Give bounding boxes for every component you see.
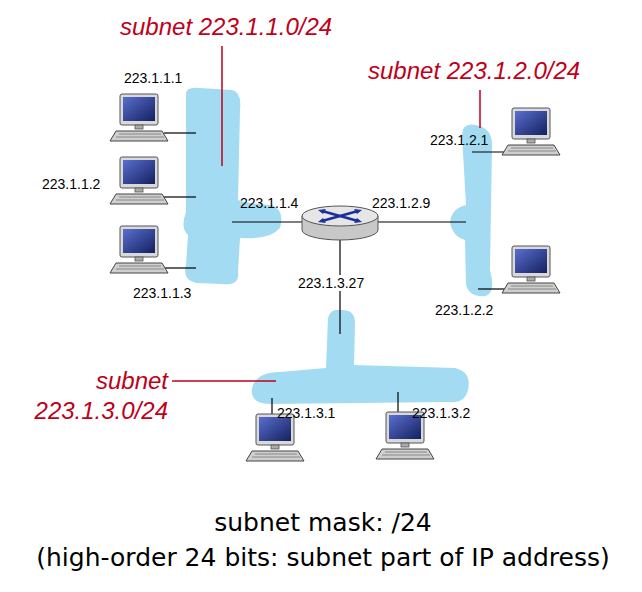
ip-address: 223.1.2.2 <box>435 302 493 318</box>
router-symbol <box>302 206 378 240</box>
link-wire <box>164 133 506 414</box>
ip-address: 223.1.2.9 <box>372 195 430 211</box>
ip-address: 223.1.1.4 <box>240 195 298 211</box>
subnet-label: subnet 223.1.2.0/24 <box>368 57 580 85</box>
ip-address: 223.1.3.1 <box>277 405 335 421</box>
ip-address: 223.1.3.2 <box>412 405 470 421</box>
subnet-blob <box>183 88 281 285</box>
ip-address: 223.1.3.27 <box>296 275 366 291</box>
ip-address: 223.1.1.1 <box>124 70 182 86</box>
subnet-blob <box>252 310 469 404</box>
subnet-label: subnet 223.1.1.0/24 <box>120 13 332 41</box>
leader-line <box>172 46 480 381</box>
ip-address: 223.1.1.3 <box>133 285 191 301</box>
ip-address: 223.1.1.2 <box>42 176 100 192</box>
caption-line: subnet mask: /24 <box>2 509 642 538</box>
subnet-blob <box>450 124 492 296</box>
caption-line: (high-order 24 bits: subnet part of IP a… <box>2 544 642 573</box>
host-icon <box>110 94 560 461</box>
subnet-label: subnet 223.1.3.0/24 <box>6 366 168 426</box>
ip-address: 223.1.2.1 <box>430 132 488 148</box>
